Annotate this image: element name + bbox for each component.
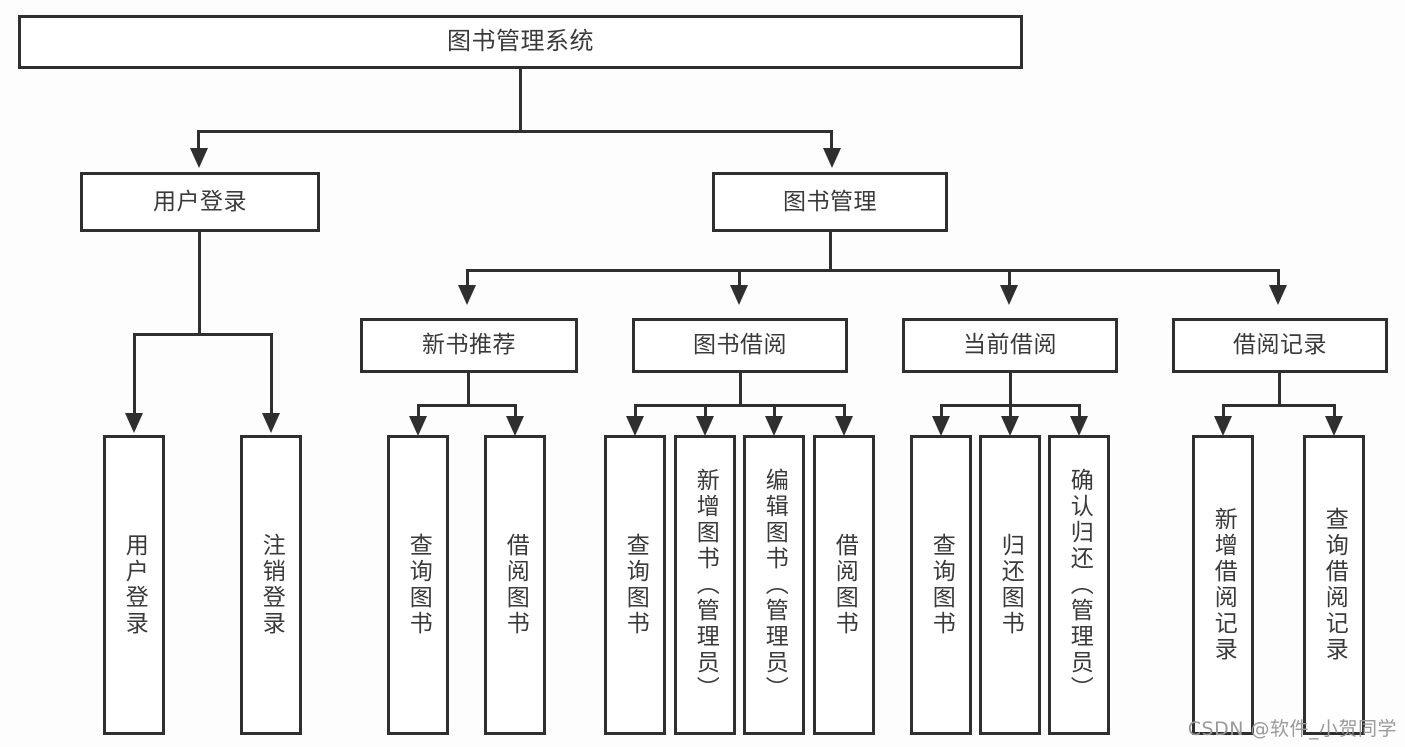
node-label: 用户登录 (153, 188, 247, 215)
connector-cb-to-leaf-2 (1009, 404, 1012, 418)
leaf-query-book-new-rec[interactable]: 查询图书 (387, 435, 449, 735)
connector-user-login-to-leaf-1 (133, 333, 136, 415)
arrow-br-to-leaf-2 (1325, 416, 1343, 436)
node-label: 确认归还（管理员） (1066, 468, 1093, 702)
leaf-add-borrow-record[interactable]: 新增借阅记录 (1192, 435, 1254, 735)
arrow-cb-to-leaf-1 (932, 416, 950, 436)
node-label: 当前借阅 (963, 332, 1057, 359)
node-label: 新增图书（管理员） (692, 468, 719, 702)
connector-user-login-bus (133, 333, 273, 336)
node-current-borrow[interactable]: 当前借阅 (902, 318, 1118, 373)
connector-book-manage-bus (466, 269, 1280, 272)
connector-borrow-record-bus (1222, 404, 1336, 407)
arrow-bm-to-new-book (458, 285, 476, 305)
node-label: 查询图书 (405, 533, 432, 637)
connector-root-bus (197, 130, 833, 133)
connector-book-borrow-stem (739, 373, 742, 406)
arrow-br-to-leaf-1 (1214, 416, 1232, 436)
node-label: 图书借阅 (693, 332, 787, 359)
node-label: 查询借阅记录 (1321, 507, 1348, 663)
connector-book-manage-stem (829, 232, 832, 272)
connector-new-book-bus (417, 404, 517, 407)
arrow-cb-to-leaf-3 (1070, 416, 1088, 436)
arrow-bb-to-leaf-3 (765, 416, 783, 436)
arrow-bm-to-borrow-record (1269, 285, 1287, 305)
node-label: 编辑图书（管理员） (761, 468, 788, 702)
connector-user-login-to-leaf-2 (270, 333, 273, 415)
arrow-user-login-to-leaf-1 (125, 413, 143, 433)
connector-bm-to-borrow-record (1277, 269, 1280, 287)
leaf-return-book[interactable]: 归还图书 (979, 435, 1041, 735)
connector-user-login-stem (198, 232, 201, 336)
leaf-confirm-return-admin[interactable]: 确认归还（管理员） (1048, 435, 1110, 735)
arrow-bb-to-leaf-4 (835, 416, 853, 436)
arrow-bm-to-book-borrow (730, 285, 748, 305)
leaf-query-book-borrow[interactable]: 查询图书 (604, 435, 666, 735)
node-new-book-recommend[interactable]: 新书推荐 (360, 318, 578, 373)
connector-root-to-user-login (197, 130, 200, 150)
connector-cb-to-leaf-3 (1078, 404, 1081, 418)
arrow-bb-to-leaf-1 (626, 416, 644, 436)
connector-root-stem (519, 69, 522, 131)
connector-bm-to-book-borrow (738, 269, 741, 287)
arrow-user-login-to-leaf-2 (262, 413, 280, 433)
leaf-query-book-current[interactable]: 查询图书 (910, 435, 972, 735)
leaf-borrow-book-new-rec[interactable]: 借阅图书 (484, 435, 546, 735)
connector-book-borrow-bus (634, 404, 846, 407)
connector-br-to-leaf-2 (1333, 404, 1336, 418)
connector-bb-to-leaf-4 (843, 404, 846, 418)
leaf-add-book-admin[interactable]: 新增图书（管理员） (674, 435, 736, 735)
connector-new-book-to-leaf-2 (514, 404, 517, 418)
node-book-management[interactable]: 图书管理 (712, 172, 948, 232)
connector-bb-to-leaf-3 (773, 404, 776, 418)
csdn-watermark: CSDN @软件_小贺同学 (1187, 718, 1397, 740)
node-label: 归还图书 (997, 533, 1024, 637)
node-label: 图书管理 (783, 188, 877, 215)
arrow-bb-to-leaf-2 (696, 416, 714, 436)
node-label: 用户登录 (121, 533, 148, 637)
connector-cb-to-leaf-1 (940, 404, 943, 418)
arrow-new-book-to-leaf-1 (409, 416, 427, 436)
node-label: 借阅图书 (831, 533, 858, 637)
connector-bm-to-new-book (466, 269, 469, 287)
leaf-edit-book-admin[interactable]: 编辑图书（管理员） (743, 435, 805, 735)
arrow-bm-to-current-borrow (1000, 285, 1018, 305)
node-label: 借阅记录 (1233, 332, 1327, 359)
connector-bm-to-current-borrow (1008, 269, 1011, 287)
connector-new-book-stem (467, 373, 470, 406)
node-book-borrow[interactable]: 图书借阅 (632, 318, 848, 373)
connector-current-borrow-stem (1009, 373, 1012, 406)
node-label: 新增借阅记录 (1210, 507, 1237, 663)
node-label: 查询图书 (622, 533, 649, 637)
connector-bb-to-leaf-2 (704, 404, 707, 418)
arrow-root-to-user-login (190, 148, 208, 168)
node-label: 图书管理系统 (447, 27, 594, 56)
connector-borrow-record-stem (1278, 373, 1281, 406)
node-label: 查询图书 (928, 533, 955, 637)
leaf-borrow-book[interactable]: 借阅图书 (813, 435, 875, 735)
connector-root-to-book-manage (830, 130, 833, 150)
connector-new-book-to-leaf-1 (417, 404, 420, 418)
node-label: 新书推荐 (422, 332, 516, 359)
leaf-query-borrow-record[interactable]: 查询借阅记录 (1303, 435, 1365, 735)
arrow-root-to-book-manage (823, 148, 841, 168)
arrow-cb-to-leaf-2 (1001, 416, 1019, 436)
connector-bb-to-leaf-1 (634, 404, 637, 418)
node-root-book-management-system[interactable]: 图书管理系统 (18, 15, 1023, 69)
leaf-logout[interactable]: 注销登录 (240, 435, 302, 735)
node-user-login[interactable]: 用户登录 (80, 172, 320, 232)
node-label: 借阅图书 (502, 533, 529, 637)
arrow-new-book-to-leaf-2 (506, 416, 524, 436)
connector-br-to-leaf-1 (1222, 404, 1225, 418)
node-borrow-record[interactable]: 借阅记录 (1172, 318, 1388, 373)
node-label: 注销登录 (258, 533, 285, 637)
leaf-user-login[interactable]: 用户登录 (103, 435, 165, 735)
